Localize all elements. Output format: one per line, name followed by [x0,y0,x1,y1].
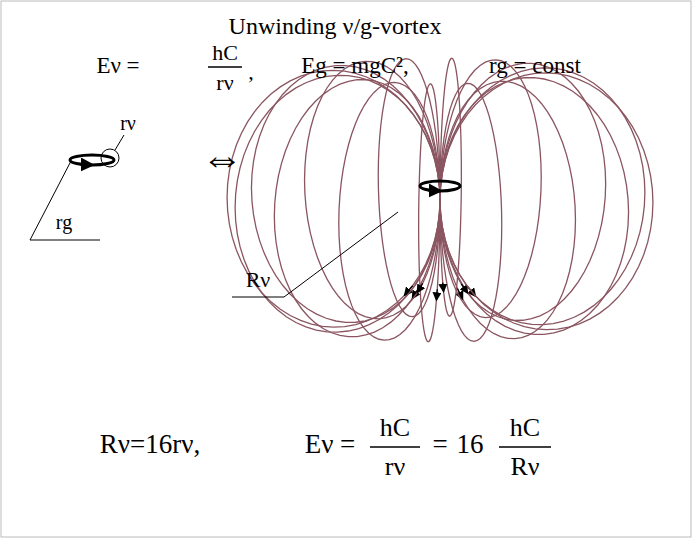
formula-text: hC [212,41,238,65]
fraction-bar [499,446,551,448]
small-vortex-ring [70,155,114,165]
title: Unwinding ν/g-vortex [229,13,442,39]
formula-text: rν [120,112,136,134]
formula-text: rν [216,71,233,95]
flow-arrow [418,283,423,292]
formula-text: rg = const [489,53,581,78]
formula-text: Rν [510,453,539,482]
formula-text: ⇔ [201,135,243,181]
winding-loop [339,82,440,340]
formula-text: rg [56,211,72,233]
flow-arrow [436,289,438,299]
formula-text: Eν = [305,430,356,460]
torus-windings [227,58,653,342]
ring-arrow [428,190,440,193]
formula-text: Rν [246,268,271,292]
formula-text: rν [385,453,405,482]
winding-loop [251,66,440,323]
winding-loop [440,68,645,325]
leader-line [232,212,398,297]
core-vortex-ring [420,181,460,191]
leader-line [115,135,124,150]
fraction-bar [208,66,242,68]
formula-text: = [432,430,447,460]
ring-arrow [80,164,92,167]
flow-arrow [413,288,419,298]
winding-loop [378,59,440,317]
formula-text: Eν = [96,53,139,78]
formula-text: Eg = mgC², [301,53,408,78]
winding-loop [305,61,440,318]
leader-line [30,161,100,240]
tube-circle [101,149,119,167]
flow-arrow [442,283,444,292]
formula-text: 16 [457,430,484,460]
formula-text: hC [380,414,410,443]
formula-text: Rν=16rν, [100,430,200,460]
formula-text: , [248,60,254,84]
fraction-bar [370,446,420,448]
formula-text: hC [510,414,540,443]
